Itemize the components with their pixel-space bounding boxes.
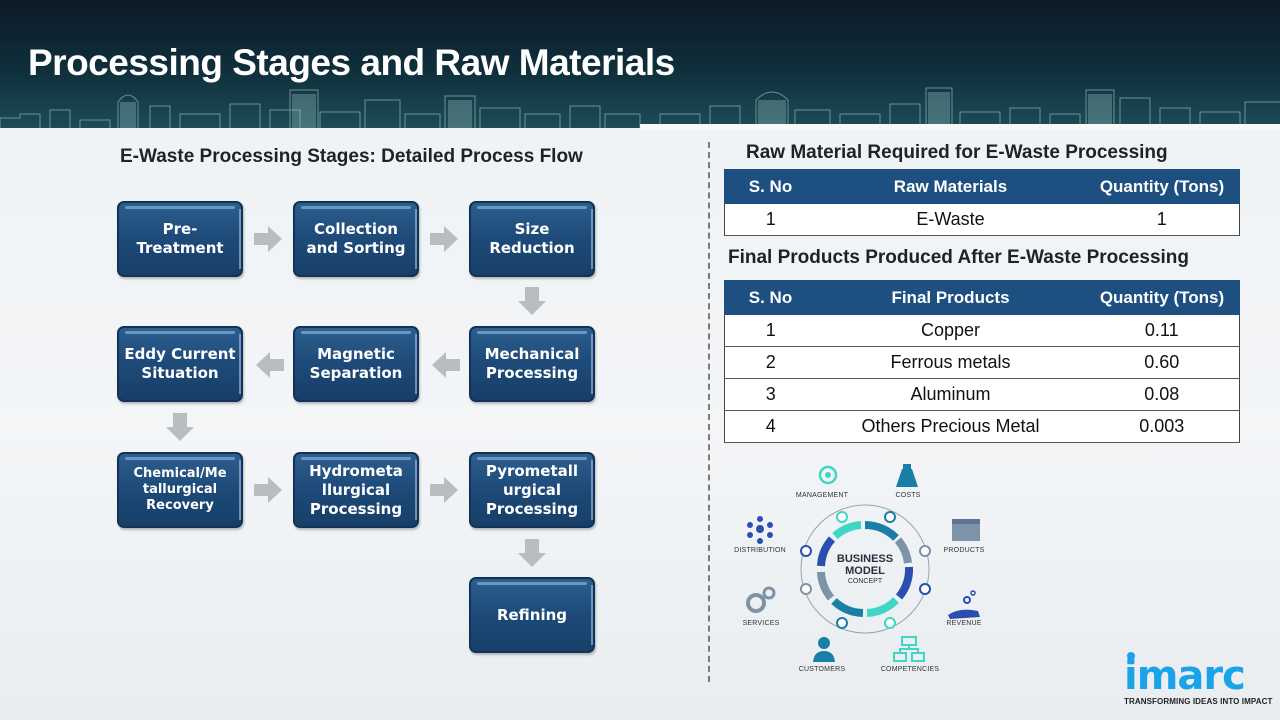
arrow-down-icon: [518, 287, 546, 315]
bm-center-line: CONCEPT: [847, 578, 883, 585]
bm-label: DISTRIBUTION: [734, 547, 786, 554]
bm-center-line: BUSINESS: [836, 553, 894, 565]
cell: 0.003: [1084, 410, 1240, 443]
arrow-right-icon: [430, 477, 458, 503]
ring-segment: [866, 597, 899, 617]
table-row: 2 Ferrous metals 0.60: [724, 346, 1240, 379]
ring-segment: [817, 571, 835, 601]
logo-dot-icon: [1127, 652, 1135, 660]
flow-title: E-Waste Processing Stages: Detailed Proc…: [120, 146, 583, 167]
cell: 1: [1084, 203, 1240, 236]
col-header: S. No: [724, 280, 817, 315]
services-icon: [746, 586, 776, 613]
distribution-icon: [747, 516, 773, 544]
stage-chemical-recovery: Chemical/Me tallurgical Recovery: [117, 452, 243, 528]
raw-table-title: Raw Material Required for E-Waste Proces…: [746, 142, 1168, 163]
arrow-right-icon: [254, 226, 282, 252]
stage-magnetic-separation: Magnetic Separation: [293, 326, 419, 402]
cell: Aluminum: [816, 378, 1085, 411]
col-header: S. No: [724, 169, 817, 204]
arrow-right-icon: [430, 226, 458, 252]
cell: Ferrous metals: [816, 346, 1085, 379]
cell: 1: [724, 203, 817, 236]
costs-icon: [896, 464, 918, 487]
col-header: Final Products: [816, 280, 1085, 315]
cell: Copper: [816, 314, 1085, 347]
bm-label: MANAGEMENT: [795, 492, 849, 499]
cell: 2: [724, 346, 817, 379]
cell: E-Waste: [816, 203, 1085, 236]
cell: Others Precious Metal: [816, 410, 1085, 443]
col-header: Quantity (Tons): [1084, 280, 1240, 315]
arrow-right-icon: [254, 477, 282, 503]
competencies-icon: [893, 636, 925, 662]
stage-mechanical-processing: Mechanical Processing: [469, 326, 595, 402]
table-header-row: S. No Raw Materials Quantity (Tons): [724, 169, 1240, 204]
stage-hydrometallurgical: Hydrometa llurgical Processing: [293, 452, 419, 528]
bm-label: COSTS: [895, 492, 921, 499]
header-banner: Processing Stages and Raw Materials: [0, 0, 1280, 128]
business-model-graphic: MANAGEMENT COSTS DISTRIBUTION PRODUCTS S…: [730, 455, 1000, 685]
arrow-down-icon: [166, 413, 194, 441]
cell: 0.60: [1084, 346, 1240, 379]
bm-center-line: MODEL: [845, 565, 885, 577]
final-products-table: S. No Final Products Quantity (Tons) 1 C…: [724, 280, 1240, 443]
arrow-left-icon: [432, 352, 460, 378]
bm-label: CUSTOMERS: [798, 666, 846, 673]
bm-label: PRODUCTS: [943, 547, 985, 554]
cell: 3: [724, 378, 817, 411]
stage-size-reduction: Size Reduction: [469, 201, 595, 277]
col-header: Raw Materials: [816, 169, 1085, 204]
stage-refining: Refining: [469, 577, 595, 653]
management-icon: [818, 465, 838, 485]
cell: 4: [724, 410, 817, 443]
stage-collection-sorting: Collection and Sorting: [293, 201, 419, 277]
cell: 0.08: [1084, 378, 1240, 411]
logo-wordmark: imarc: [1124, 653, 1246, 699]
table-row: 1 E-Waste 1: [724, 203, 1240, 236]
city-skyline-graphic: [0, 87, 1280, 128]
products-table-title: Final Products Produced After E-Waste Pr…: [728, 247, 1190, 268]
bm-label: COMPETENCIES: [880, 666, 940, 673]
logo-tagline: TRANSFORMING IDEAS INTO IMPACT: [1124, 697, 1273, 706]
table-row: 1 Copper 0.11: [724, 314, 1240, 347]
products-icon: [952, 519, 980, 541]
cell: 1: [724, 314, 817, 347]
customers-icon: [813, 637, 835, 662]
bm-label: REVENUE: [946, 620, 982, 627]
bm-label: SERVICES: [742, 620, 780, 627]
revenue-icon: [948, 590, 980, 619]
header-underline: [640, 124, 1280, 130]
arrow-down-icon: [518, 539, 546, 567]
ring-segment: [894, 537, 912, 564]
col-header: Quantity (Tons): [1084, 169, 1240, 204]
cell: 0.11: [1084, 314, 1240, 347]
ring-segment: [817, 536, 836, 567]
table-row: 4 Others Precious Metal 0.003: [724, 410, 1240, 443]
ring-segment: [895, 566, 914, 600]
bm-center-text: BUSINESS MODEL CONCEPT: [837, 553, 893, 586]
stage-pyrometallurgical: Pyrometall urgical Processing: [469, 452, 595, 528]
stage-pre-treatment: Pre- Treatment: [117, 201, 243, 277]
stage-eddy-current: Eddy Current Situation: [117, 326, 243, 402]
arrow-left-icon: [256, 352, 284, 378]
ring-segment: [832, 521, 862, 540]
imarc-logo: imarc TRANSFORMING IDEAS INTO IMPACT: [1124, 652, 1274, 706]
page-title: Processing Stages and Raw Materials: [28, 42, 675, 83]
ring-segment: [831, 597, 864, 617]
table-header-row: S. No Final Products Quantity (Tons): [724, 280, 1240, 315]
raw-materials-table: S. No Raw Materials Quantity (Tons) 1 E-…: [724, 169, 1240, 236]
ring-segment: [864, 521, 899, 541]
section-divider: [708, 142, 710, 682]
table-row: 3 Aluminum 0.08: [724, 378, 1240, 411]
